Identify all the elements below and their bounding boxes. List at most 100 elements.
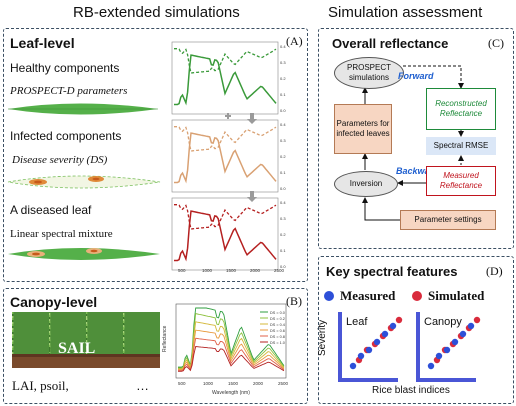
- canopy-legend-label: DS = 0.0: [270, 311, 285, 315]
- canopy-field-illustration: [12, 312, 160, 368]
- grass-blade: [12, 326, 14, 328]
- prospect-simulations-node: PROSPECT simulations: [334, 57, 404, 89]
- down-arrow-0: [247, 113, 257, 124]
- x-tick-label: 2000: [250, 268, 261, 273]
- right-tick-label: 0.2: [280, 76, 286, 81]
- leaf-spectra-plots: 0.40.30.20.10.00.40.30.20.10.00.40.30.20…: [171, 41, 286, 273]
- right-tick-label: 0.4: [280, 200, 286, 205]
- grass-blade: [12, 348, 14, 350]
- grass-blade: [86, 316, 88, 320]
- down-arrow-1: [247, 191, 257, 202]
- grass-blade: [12, 312, 14, 314]
- right-tick-label: 0.4: [280, 44, 286, 49]
- canopy-x-tick-label: 1500: [228, 381, 239, 386]
- measured-reflectance-box: Measured Reflectance: [426, 166, 496, 196]
- backward-label: Backward: [396, 166, 439, 176]
- grass-blade: [12, 344, 14, 346]
- right-section-header: Simulation assessment: [328, 4, 483, 21]
- canopy-x-tick-label: 1000: [203, 381, 214, 386]
- simulated-legend-label: Simulated: [428, 288, 485, 303]
- right-tick-label: 0.3: [280, 138, 286, 143]
- grass-blade: [12, 324, 14, 326]
- grass-blade: [12, 318, 14, 320]
- canopy-level-title: Canopy-level: [10, 294, 98, 310]
- measured-point: [349, 362, 357, 370]
- grass-blade: [123, 351, 125, 354]
- grass-blade: [123, 339, 125, 342]
- diseased-leaf-illustration: [8, 248, 160, 260]
- measured-point: [357, 352, 365, 360]
- canopy-x-tick-label: 2500: [278, 381, 289, 386]
- panel-tag-a: (A): [286, 34, 303, 48]
- healthy-reflectance-line: [174, 54, 277, 106]
- parameters-infected-leaves-text: Parameters for infected leaves: [336, 119, 390, 138]
- grass-blade: [123, 319, 125, 322]
- grass-blade: [12, 350, 14, 352]
- grass-blade: [12, 346, 14, 348]
- right-tick-label: 0.1: [280, 248, 286, 253]
- measured-point: [381, 330, 389, 338]
- canopy-legend-label: DS = 1.0: [270, 341, 285, 345]
- canopy-series-line: [178, 329, 285, 371]
- right-tick-label: 0.1: [280, 92, 286, 97]
- measured-legend-label: Measured: [340, 288, 396, 303]
- plus-icon: [225, 113, 231, 119]
- right-tick-label: 0.2: [280, 232, 286, 237]
- sail-model-label: SAIL: [58, 340, 96, 357]
- diseased-spectrum-plot: 0.4 0.3 0.2 0.1 0.0: [171, 197, 286, 271]
- overall-reflectance-panel: [318, 28, 514, 249]
- simulated-point: [473, 316, 481, 324]
- diseased-reflectance-line: [174, 210, 277, 262]
- grass-blade: [12, 316, 14, 318]
- inversion-node: Inversion: [334, 171, 398, 197]
- overall-reflectance-title: Overall reflectance: [332, 36, 449, 51]
- parameters-infected-leaves-box: Parameters for infected leaves: [334, 104, 392, 154]
- leaf-scatter-label: Leaf: [346, 316, 368, 328]
- prospect-d-parameters-label: PROSPECT-D parameters: [10, 85, 128, 97]
- reconstructed-reflectance-text: Reconstructed Reflectance: [435, 99, 487, 118]
- canopy-series-line: [178, 321, 285, 370]
- simulated-point: [395, 316, 403, 324]
- grass-blade: [123, 321, 125, 324]
- right-tick-label: 0.3: [280, 60, 286, 65]
- infected-plot-frame: [171, 119, 279, 193]
- infected-leaf-illustration: [7, 175, 161, 189]
- right-tick-label: 0.0: [280, 186, 286, 191]
- measured-legend-marker: [324, 291, 334, 301]
- leaf-scatter-axes: [338, 312, 398, 382]
- canopy-parameters-ellipsis: …: [136, 378, 149, 393]
- grass-blade: [123, 333, 125, 336]
- key-spectral-features-title: Key spectral features: [326, 264, 458, 279]
- canopy-series-line: [178, 346, 285, 372]
- canopy-x-tick-label: 500: [178, 381, 186, 386]
- grass-blade: [123, 347, 125, 350]
- grass-blade: [123, 323, 125, 326]
- canopy-y-axis-label: Reflectance: [162, 325, 168, 352]
- flow-arrows: [362, 65, 464, 221]
- measured-point: [467, 322, 475, 330]
- measured-point: [459, 330, 467, 338]
- grass-blade: [12, 332, 14, 334]
- healthy-transmittance-line: [174, 48, 277, 74]
- diseased-leaf-label: A diseased leaf: [10, 203, 92, 217]
- grass-blade: [12, 340, 14, 342]
- right-tick-label: 0.0: [280, 264, 286, 269]
- disease-severity-label: Disease severity (DS): [12, 154, 108, 166]
- x-tick-label: 1000: [202, 268, 213, 273]
- spectral-rmse-box: Spectral RMSE: [426, 137, 496, 155]
- infected-components-label: Infected components: [10, 129, 122, 143]
- leaf-level-panel: [3, 28, 308, 282]
- right-tick-label: 0.3: [280, 216, 286, 221]
- grass-blade: [123, 313, 125, 316]
- canopy-legend-label: DS = 0.8: [270, 335, 285, 339]
- parameter-settings-text: Parameter settings: [414, 215, 482, 224]
- infected-reflectance-line: [174, 132, 277, 184]
- diseased-transmittance-line: [174, 204, 277, 230]
- grass-blade: [123, 315, 125, 318]
- grass-blade: [123, 341, 125, 344]
- grass-blade: [123, 345, 125, 348]
- canopy-scatter-axes: [416, 312, 476, 382]
- canopy-x-axis-label: Wavelength (nm): [212, 390, 250, 396]
- grass-blade: [123, 325, 125, 328]
- simulated-legend-marker: [412, 291, 422, 301]
